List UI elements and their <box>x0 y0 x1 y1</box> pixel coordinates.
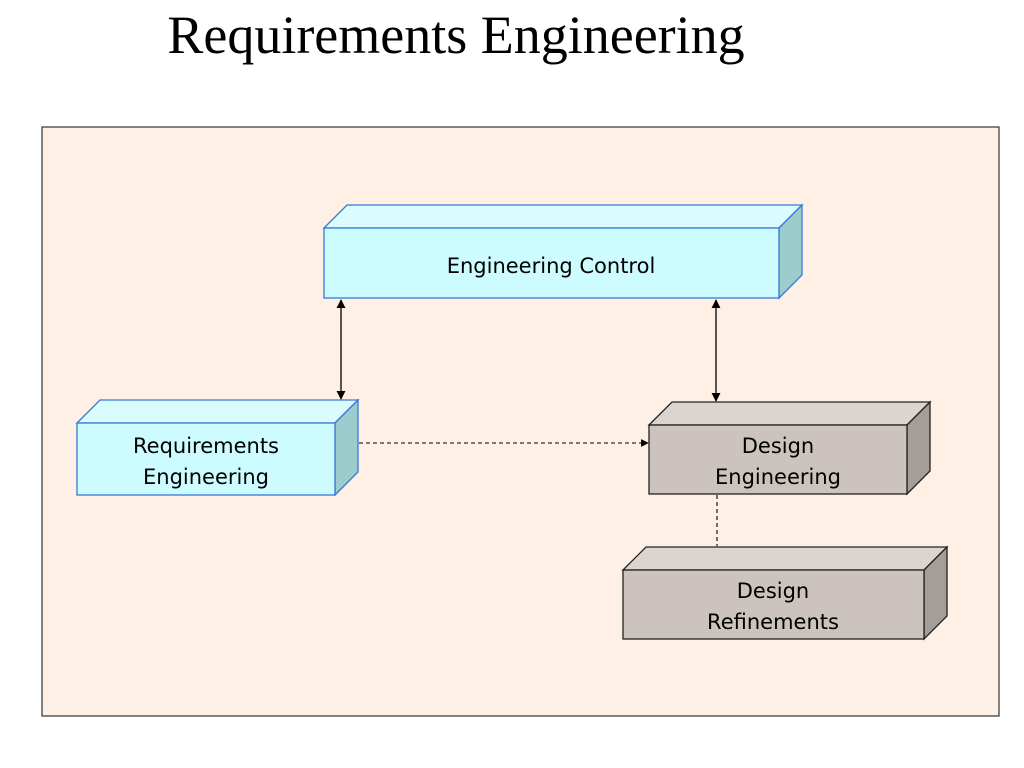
design-engineering-label-line2: Engineering <box>715 465 841 489</box>
engineering-control-box: Engineering Control <box>322 203 804 300</box>
requirements-engineering-label-line2: Engineering <box>143 465 269 489</box>
design-engineering-box: Design Engineering <box>647 400 932 496</box>
requirements-engineering-box: Requirements Engineering <box>75 398 360 497</box>
design-refinements-label-line2: Refinements <box>707 610 839 634</box>
design-engineering-label-line1: Design <box>742 434 815 458</box>
engineering-control-label: Engineering Control <box>447 254 656 278</box>
design-refinements-box: Design Refinements <box>621 545 949 641</box>
requirements-engineering-label-line1: Requirements <box>133 434 279 458</box>
slide-title: Requirements Engineering <box>167 5 745 65</box>
design-refinements-label-line1: Design <box>737 579 810 603</box>
